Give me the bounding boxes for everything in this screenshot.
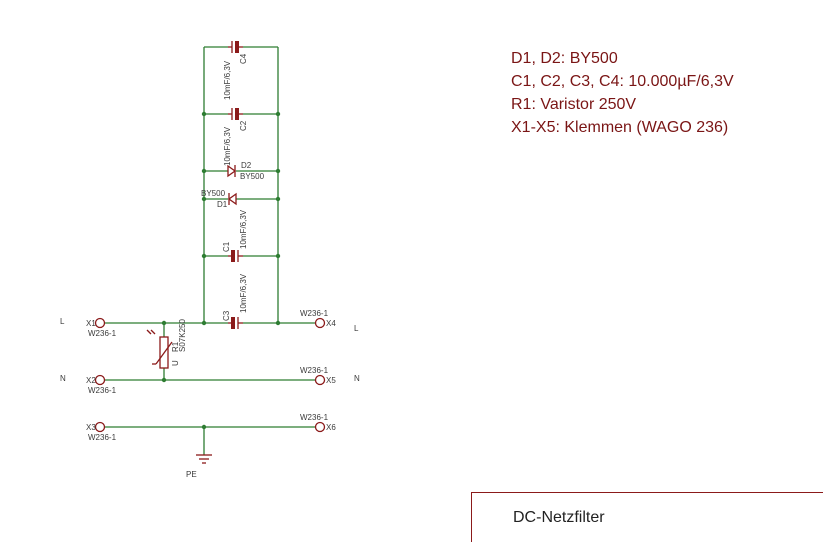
d2-value: BY500 — [240, 172, 265, 181]
junction-dot — [201, 253, 207, 259]
c3-value: 10mF/6,3V — [239, 273, 248, 313]
r1-name: R1 — [171, 341, 180, 352]
varistor-r1: R1 S07K250 U — [146, 319, 187, 369]
junction-dot — [275, 168, 281, 174]
c3-name: C3 — [222, 310, 231, 321]
c1-value: 10mF/6,3V — [239, 209, 248, 249]
x4-name: X4 — [326, 319, 336, 328]
note-line: X1-X5: Klemmen (WAGO 236) — [511, 119, 729, 136]
x1-name: X1 — [86, 319, 96, 328]
ground-pe-symbol: PE — [186, 454, 212, 479]
note-line: D1, D2: BY500 — [511, 50, 618, 67]
capacitor-c1: C1 10mF/6,3V — [222, 209, 248, 262]
x3-name: X3 — [86, 423, 96, 432]
x2-name: X2 — [86, 376, 96, 385]
c2-name: C2 — [239, 120, 248, 131]
c1-name: C1 — [222, 241, 231, 252]
net-label-n-left: N — [60, 374, 66, 383]
junction-dot — [201, 111, 207, 117]
terminal-x6: X6 W236-1 — [300, 413, 336, 433]
net-label-l-right: L — [354, 324, 359, 333]
d1-name: D1 — [217, 200, 228, 209]
junction-dot — [201, 424, 207, 430]
junction-dot — [201, 196, 207, 202]
c2-value: 10mF/6,3V — [223, 126, 232, 166]
x2-type: W236-1 — [88, 386, 117, 395]
diode-d2: D2 BY500 — [227, 161, 265, 181]
junction-dot — [201, 320, 207, 326]
terminal-x5: X5 W236-1 — [300, 366, 336, 386]
junction-dot — [275, 196, 281, 202]
terminal-x4: X4 W236-1 — [300, 309, 336, 329]
d1-value: BY500 — [201, 189, 226, 198]
note-line: C1, C2, C3, C4: 10.000µF/6,3V — [511, 73, 734, 90]
capacitor-c2: C2 10mF/6,3V — [223, 108, 248, 166]
net-label-pe: PE — [186, 470, 197, 479]
capacitor-c3: C3 10mF/6,3V — [222, 273, 248, 329]
junction-dot — [275, 320, 281, 326]
x6-type: W236-1 — [300, 413, 329, 422]
c4-value: 10mF/6,3V — [223, 60, 232, 100]
drawing-title: DC-Netzfilter — [513, 509, 605, 526]
note-line: R1: Varistor 250V — [511, 96, 637, 113]
r1-mark: U — [171, 360, 180, 366]
r1-value: S07K250 — [178, 319, 187, 352]
terminal-x2: X2 W236-1 — [86, 374, 117, 395]
terminal-x3: X3 W236-1 — [86, 421, 117, 442]
title-block: DC-Netzfilter — [471, 492, 823, 542]
x3-type: W236-1 — [88, 433, 117, 442]
x1-type: W236-1 — [88, 329, 117, 338]
junction-dot — [201, 168, 207, 174]
x5-name: X5 — [326, 376, 336, 385]
net-label-n-right: N — [354, 374, 360, 383]
c4-name: C4 — [239, 53, 248, 64]
x5-type: W236-1 — [300, 366, 329, 375]
x4-type: W236-1 — [300, 309, 329, 318]
diode-d1: BY500 D1 — [201, 189, 237, 209]
net-label-l-left: L — [60, 317, 65, 326]
d2-name: D2 — [241, 161, 252, 170]
junction-dot — [161, 320, 167, 326]
junction-dot — [275, 253, 281, 259]
junction-dot — [275, 111, 281, 117]
component-notes: D1, D2: BY500 C1, C2, C3, C4: 10.000µF/6… — [511, 47, 734, 139]
x6-name: X6 — [326, 423, 336, 432]
capacitor-c4: C4 10mF/6,3V — [223, 41, 248, 100]
terminal-x1: X1 W236-1 — [86, 317, 117, 338]
junction-dot — [161, 377, 167, 383]
